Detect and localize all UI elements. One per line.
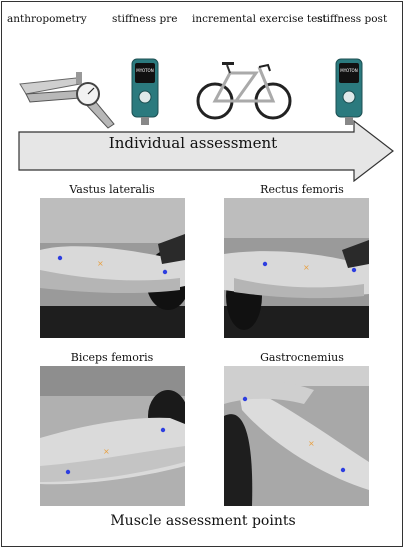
assessment-point <box>162 269 168 275</box>
bicycle-icon <box>196 62 292 120</box>
myoton-screen-text: MYOTON <box>136 68 153 73</box>
muscle-title-rectus-femoris: Rectus femoris <box>260 183 344 196</box>
assessment-point <box>242 396 248 402</box>
step-label-anthropometry: anthropometry <box>7 13 87 25</box>
muscle-title-biceps-femoris: Biceps femoris <box>70 351 154 364</box>
assessment-point <box>65 469 71 475</box>
step-label-exercise-test: incremental exercise test <box>192 13 327 25</box>
assessment-point <box>160 427 166 433</box>
assessment-point <box>340 467 346 473</box>
photo-rectus-femoris: × <box>224 198 369 338</box>
photo-gastrocnemius: × <box>224 366 369 506</box>
step-label-stiffness-pre: stiffness pre <box>112 13 178 25</box>
arrow-label: Individual assessment <box>108 134 278 152</box>
svg-text:×: × <box>308 439 315 448</box>
photo-vastus-lateralis: × <box>40 198 185 338</box>
svg-text:×: × <box>97 259 104 268</box>
skinfold-caliper-icon <box>19 72 115 129</box>
assessment-point <box>57 255 63 261</box>
figure-caption: Muscle assessment points <box>110 513 296 529</box>
muscle-title-gastrocnemius: Gastrocnemius <box>260 351 344 364</box>
assessment-point <box>262 261 268 267</box>
assessment-arrow <box>18 120 394 182</box>
assessment-point <box>351 267 357 273</box>
myoton-device-pre-icon: MYOTON <box>131 58 159 125</box>
muscle-title-vastus-lateralis: Vastus lateralis <box>69 183 155 196</box>
svg-text:×: × <box>103 447 110 456</box>
myoton-device-post-icon: MYOTON <box>335 58 363 125</box>
svg-text:×: × <box>303 263 310 272</box>
photo-biceps-femoris: × <box>40 366 185 506</box>
step-label-stiffness-post: stiffness post <box>317 13 388 25</box>
myoton-screen-text: MYOTON <box>340 68 357 73</box>
